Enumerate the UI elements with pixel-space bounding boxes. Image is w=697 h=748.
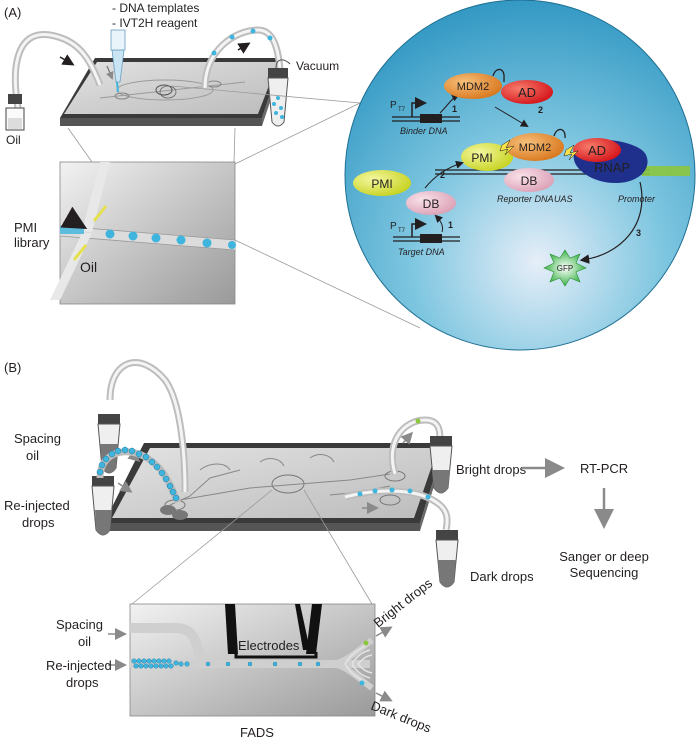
bright-drops-label: Bright drops [456, 462, 527, 477]
spacing-oil-label-1: Spacing [14, 431, 61, 446]
dark-drops-label: Dark drops [470, 569, 534, 584]
inset-reinjected-label-2: drops [66, 675, 99, 690]
mdm2-center: MDM2 [519, 142, 551, 154]
inset-oil-label: Oil [80, 259, 97, 275]
target-dna-label: Target DNA [398, 247, 445, 257]
step-2-left: 2 [440, 170, 445, 180]
gfp-star [543, 249, 587, 287]
pmi-library-label-1: PMI [14, 220, 37, 235]
db-center: DB [521, 174, 538, 188]
panel-b-label: (B) [4, 360, 21, 375]
dark-tube [344, 487, 459, 588]
gfp-label: GFP [557, 264, 573, 273]
pmi-left: PMI [371, 177, 392, 191]
uas-label: UAS [554, 194, 573, 204]
reinjected-label-1: Re-injected [4, 498, 70, 513]
sequencing-label-2: Sequencing [570, 565, 639, 580]
inset-spacing-label-1: Spacing [56, 617, 103, 632]
inset-bright-label: Bright drops [371, 575, 436, 630]
pt7-top-sub: T7 [398, 107, 406, 113]
mechanism-circle: P T7 Binder DNA 1 MDM2 AD 2 PMI MDM2 DB … [344, 0, 696, 351]
vacuum-tube [267, 59, 291, 127]
panel-a-label: (A) [4, 5, 21, 20]
pmi-center: PMI [471, 151, 492, 165]
promoter-label: Promoter [618, 194, 656, 204]
rtpcr-label: RT-PCR [580, 461, 628, 476]
dna-templates-label: - DNA templates [112, 1, 199, 15]
pipette-icon [106, 29, 126, 93]
reinjected-label-2: drops [22, 515, 55, 530]
reporter-dna-label: Reporter DNA [497, 194, 554, 204]
step-3: 3 [636, 228, 641, 238]
rnap-label: RNAP [594, 160, 630, 175]
mdm2-top: MDM2 [457, 81, 489, 93]
pt7-bottom: P [390, 221, 397, 232]
inset-a [50, 161, 236, 305]
ivt2h-label: - IVT2H reagent [112, 16, 198, 30]
step-1-bottom: 1 [448, 220, 453, 230]
oil-label: Oil [6, 133, 21, 147]
spacing-oil-label-2: oil [26, 448, 39, 463]
inset-b [129, 603, 376, 717]
step-2-right: 2 [538, 105, 543, 115]
reinjected-tube [91, 446, 188, 536]
ad-top: AD [518, 85, 536, 100]
bright-tube [388, 416, 453, 494]
ad-center: AD [588, 143, 606, 158]
oil-tube [5, 30, 104, 131]
outlet-tube [201, 26, 284, 89]
pt7-bottom-sub: T7 [398, 228, 406, 234]
binder-dna-label: Binder DNA [400, 126, 448, 136]
chip-b [104, 443, 445, 531]
inset-dark-label: Dark drops [369, 698, 434, 736]
sequencing-label-1: Sanger or deep [559, 549, 649, 564]
step-1-top: 1 [452, 104, 457, 114]
pmi-library-label-2: library [14, 235, 50, 250]
fads-label: FADS [240, 725, 274, 740]
pt7-top: P [390, 100, 397, 111]
inset-reinjected-label-1: Re-injected [46, 658, 112, 673]
electrodes-label: Electrodes [238, 638, 300, 653]
db-left: DB [423, 197, 440, 211]
vacuum-label: Vacuum [296, 59, 339, 73]
inset-spacing-label-2: oil [78, 634, 91, 649]
